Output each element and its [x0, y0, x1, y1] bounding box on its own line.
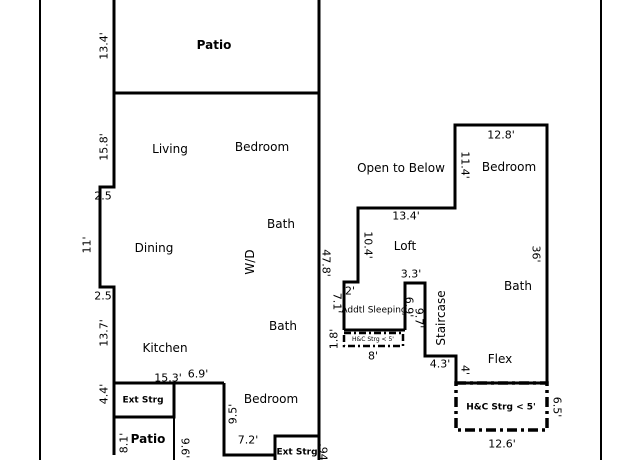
patio-bottom-wall	[114, 416, 175, 460]
main-floor-outline	[98, 93, 116, 455]
hc-strg-large-label: H&C Strg < 5'	[466, 402, 536, 413]
dim-8-1: 8.1'	[117, 432, 131, 454]
dim-13-7: 13.7'	[97, 319, 111, 347]
dim-6-9: 6.9'	[187, 367, 209, 381]
dim-3-3: 3.3'	[400, 267, 422, 281]
staircase-wall	[403, 281, 547, 385]
dim-2-5-bottom: 2.5	[94, 289, 112, 303]
ext-strg-left-label: Ext Strg	[122, 395, 164, 406]
hc-strg-large-wall	[454, 381, 549, 432]
dim-2: 2'	[344, 284, 356, 298]
dim-15-8: 15.8'	[97, 133, 111, 161]
living-label: Living	[152, 142, 188, 156]
dim-2-5-top: 2.5	[94, 189, 112, 203]
bedroom-upper-label: Bedroom	[481, 160, 537, 174]
dim-4-3: 4.3'	[429, 357, 451, 371]
open-to-below-label: Open to Below	[357, 161, 445, 175]
dim-9-bottom: 9.6'	[178, 437, 192, 459]
dim-7-1: 7.1'	[330, 292, 344, 314]
dim-4: 4'	[458, 364, 472, 376]
patio-bottom-label: Patio	[130, 432, 166, 446]
ext-strg-bottom-label: Ext Strg	[276, 447, 318, 458]
dim-9-7: 9.7'	[412, 307, 426, 329]
dim-7-2: 7.2'	[237, 433, 259, 447]
hc-strg-small-label: H&C Strg < 5'	[352, 336, 394, 343]
dim-12-8: 12.8'	[487, 128, 515, 142]
dim-11: 11'	[80, 236, 94, 254]
dim-94: .94	[316, 443, 330, 460]
upper-floor-outline	[342, 123, 549, 383]
dim-6-5: 6.5'	[550, 396, 564, 418]
dim-8: 8'	[367, 349, 379, 363]
dim-11-4: 11.4'	[458, 151, 472, 179]
loft-label: Loft	[393, 239, 417, 253]
kitchen-label: Kitchen	[142, 341, 188, 355]
dim-10-4: 10.4'	[361, 231, 375, 259]
dim-36: 36'	[529, 245, 543, 263]
dining-label: Dining	[134, 241, 174, 255]
dim-9-5: 9.5'	[226, 403, 240, 425]
ext-strg-bottom-wall	[273, 434, 321, 460]
wd-label: W/D	[243, 249, 257, 275]
bedroom-lower-label: Bedroom	[243, 392, 299, 406]
bedroom-main-label: Bedroom	[234, 140, 290, 154]
hc-strg-small-wall	[342, 331, 405, 348]
bath-upper-label: Bath	[267, 217, 295, 231]
bath-lower-label: Bath	[269, 319, 297, 333]
dim-13-4-left: 13.4'	[97, 32, 111, 60]
dim-4-4: 4.4'	[97, 383, 111, 405]
dim-13-4-loft: 13.4'	[392, 209, 420, 223]
dim-12-6: 12.6'	[488, 437, 516, 451]
addtl-sleeping-label: Addtl Sleeping	[341, 305, 407, 316]
patio-top-wall	[112, 0, 321, 95]
dim-15-3: 15.3'	[154, 371, 182, 385]
bedroom-lower-left-wall	[222, 383, 275, 457]
bath-right-label: Bath	[504, 279, 532, 293]
dim-1-8: 1.8'	[327, 328, 341, 350]
flex-label: Flex	[487, 352, 513, 366]
dim-47-8: 47.8'	[319, 249, 333, 277]
patio-top-label: Patio	[196, 38, 232, 52]
staircase-label: Staircase	[434, 290, 448, 346]
